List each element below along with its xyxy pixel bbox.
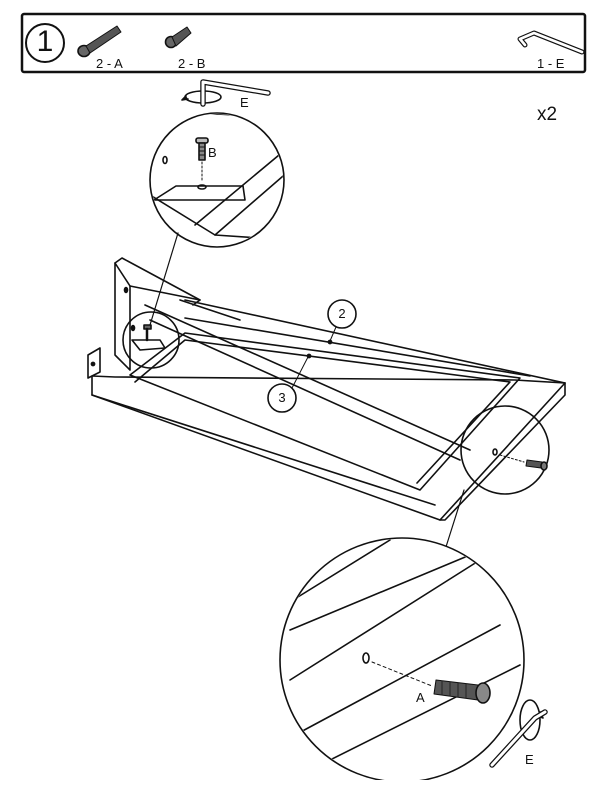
part-b-qty-label: 2 - B [178,56,206,71]
part-a-qty-label: 2 - A [96,56,123,71]
callout-2-label: 2 [338,306,346,321]
right-bolt-icon [492,448,548,471]
bottom-bolt-label: A [416,690,425,705]
top-allen-key-icon [181,79,271,107]
right-detail-circle [460,405,550,495]
quantity-multiplier: x2 [537,104,558,125]
allen-key-icon [517,30,585,55]
part-e-qty-label: 1 - E [537,56,565,71]
bottom-detail-circle [279,537,525,783]
step-number-circle [25,23,65,63]
top-bolt-label: B [208,145,217,160]
long-bolt-icon [77,25,122,58]
parts-box [20,12,587,74]
top-detail-circle [149,112,285,248]
top-detail-leader [149,232,179,326]
bottom-tool-label: E [525,752,534,767]
small-detail-circle [122,311,180,369]
callout-2-circle [327,299,357,345]
top-tool-label: E [240,95,249,110]
frame-assembly [87,257,566,521]
step-number: 1 [36,25,54,58]
callout-3-circle [267,353,312,413]
short-bolt-icon [164,26,192,49]
callout-3-label: 3 [278,390,286,405]
bottom-detail-leader [444,489,465,551]
bottom-allen-key-icon [489,699,548,768]
